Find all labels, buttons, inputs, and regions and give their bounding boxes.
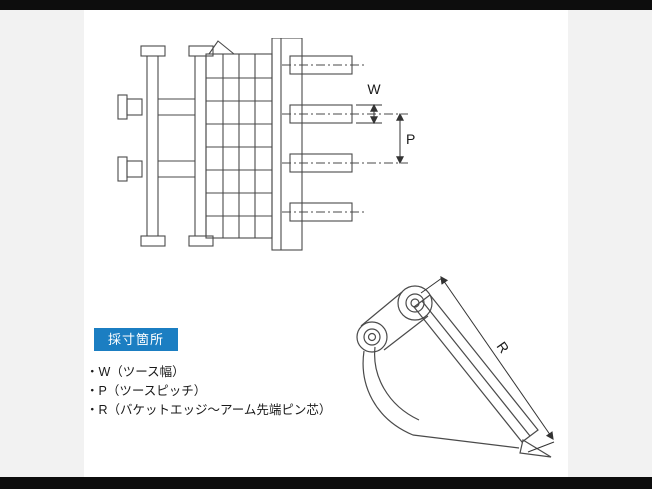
bucket-grid xyxy=(205,40,273,239)
top-frame-bar xyxy=(0,0,652,10)
bucket-side-view-diagram: R xyxy=(356,276,555,458)
teeth-centerlines xyxy=(282,64,408,213)
bucket-side-view-drawing xyxy=(356,285,552,458)
bucket-top-view-diagram: W P xyxy=(117,38,415,251)
r-dimension xyxy=(420,276,555,453)
dimension-lines xyxy=(356,103,404,165)
r-dimension-arrow xyxy=(440,276,554,440)
legend-item-w: ・W（ツース幅） xyxy=(86,365,185,379)
p-dimension-label: P xyxy=(406,131,415,147)
bucket-teeth xyxy=(289,55,353,222)
bottom-frame-bar xyxy=(0,477,652,489)
mounting-pin-upper xyxy=(117,94,143,120)
arm-pin-boss-lower xyxy=(356,321,388,353)
bucket-blade xyxy=(413,294,539,443)
legend-item-r: ・R（バケットエッジ～アーム先端ピン芯） xyxy=(86,403,332,417)
bracket-edge-top xyxy=(360,291,403,327)
measurement-legend: ・W（ツース幅） ・P（ツースピッチ） ・R（バケットエッジ～アーム先端ピン芯） xyxy=(86,363,331,420)
cutting-edge-plate xyxy=(271,38,303,251)
bracket-edge-bottom xyxy=(383,315,429,351)
bucket-shell xyxy=(362,346,520,449)
arm-pin-boss-upper xyxy=(397,285,433,321)
content-panel: W P xyxy=(84,10,568,477)
mounting-pin-lower xyxy=(117,156,143,182)
bucket-top-view-drawing xyxy=(117,38,408,251)
measurement-points-label: 採寸箇所 xyxy=(94,328,179,351)
mounting-plates xyxy=(140,45,214,247)
bucket-tooth xyxy=(519,439,552,458)
w-dimension-label: W xyxy=(367,81,381,97)
r-dimension-label: R xyxy=(494,339,513,356)
legend-item-p: ・P（ツースピッチ） xyxy=(86,384,207,398)
